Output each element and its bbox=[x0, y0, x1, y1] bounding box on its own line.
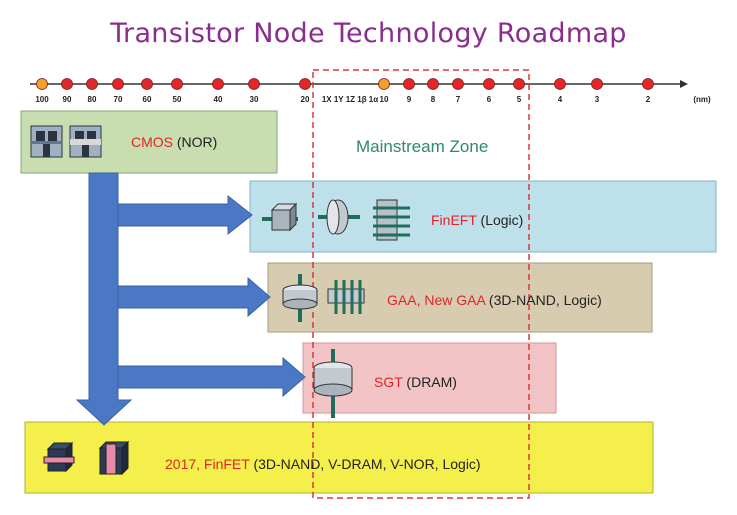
cmos-label: CMOS (NOR) bbox=[131, 134, 217, 150]
tick-label: 20 bbox=[300, 95, 310, 104]
sgt-label: SGT (DRAM) bbox=[374, 374, 457, 390]
flow-arrows bbox=[75, 172, 306, 426]
timeline-dot-80 bbox=[86, 78, 98, 90]
timeline-dot-30 bbox=[248, 78, 260, 90]
sgt-cylinder-icon bbox=[313, 349, 353, 418]
timeline-dot-8 bbox=[427, 78, 439, 90]
tick-label: 9 bbox=[406, 95, 412, 104]
page-title: Transistor Node Technology Roadmap bbox=[110, 18, 627, 49]
vertical-channel-icon bbox=[98, 440, 130, 476]
gaa-label-highlight: GAA, New GAA bbox=[387, 292, 486, 308]
timeline-dot-2 bbox=[642, 78, 654, 90]
tick-label: 6 bbox=[486, 95, 492, 104]
finfet-logic-label-highlight: FinEFT bbox=[431, 212, 477, 228]
tick-label: 100 bbox=[35, 95, 49, 104]
finfet-cylinder-icon bbox=[318, 199, 360, 235]
timeline-dot-50 bbox=[171, 78, 183, 90]
tick-label: 4 bbox=[557, 95, 563, 104]
tick-label: 70 bbox=[113, 95, 123, 104]
arrow-to-gaa bbox=[117, 276, 271, 318]
gaa-label-rest: (3D-NAND, Logic) bbox=[485, 292, 602, 308]
tick-label: 50 bbox=[172, 95, 182, 104]
timeline-dots bbox=[36, 78, 654, 90]
tick-label: 80 bbox=[87, 95, 97, 104]
arrow-to-finfet bbox=[117, 194, 253, 236]
tick-label: 30 bbox=[249, 95, 259, 104]
finfet-cube-icon bbox=[262, 202, 298, 232]
tick-label: 60 bbox=[142, 95, 152, 104]
timeline-dot-100 bbox=[36, 78, 48, 90]
timeline-dot-3 bbox=[591, 78, 603, 90]
cmos-box bbox=[20, 110, 278, 174]
mainstream-zone-label: Mainstream Zone bbox=[356, 137, 489, 156]
axis-unit-label: (nm) bbox=[693, 95, 711, 104]
tick-label: 40 bbox=[213, 95, 223, 104]
timeline-dot-4 bbox=[554, 78, 566, 90]
mainstream-zone bbox=[312, 69, 530, 499]
tick-label: 8 bbox=[430, 95, 436, 104]
timeline-arrowhead bbox=[680, 80, 688, 88]
tick-label: 10 bbox=[379, 95, 389, 104]
timeline-dot-6 bbox=[483, 78, 495, 90]
cmos-label-highlight: CMOS bbox=[131, 134, 173, 150]
cmos-transistor-icon-2 bbox=[69, 125, 102, 158]
vertical-finfet-icon bbox=[43, 441, 75, 473]
finfet-multigate-icon bbox=[373, 199, 410, 241]
timeline-dot-90 bbox=[61, 78, 73, 90]
sgt-label-highlight: SGT bbox=[374, 374, 403, 390]
finfet-2017-box bbox=[24, 421, 654, 494]
gaa-label: GAA, New GAA (3D-NAND, Logic) bbox=[387, 292, 602, 308]
tick-label: 90 bbox=[62, 95, 72, 104]
gaa-multichannel-icon bbox=[327, 280, 365, 314]
tick-label: 3 bbox=[594, 95, 600, 104]
timeline-dot-60 bbox=[141, 78, 153, 90]
tick-label: 1X 1Y 1Z 1β 1α bbox=[321, 95, 379, 104]
finfet-2017-label: 2017, FinFET (3D-NAND, V-DRAM, V-NOR, Lo… bbox=[165, 456, 481, 472]
timeline-dot-40 bbox=[212, 78, 224, 90]
gaa-cylinder-icon bbox=[282, 274, 318, 322]
sgt-label-rest: (DRAM) bbox=[402, 374, 457, 390]
tick-label: 7 bbox=[455, 95, 461, 104]
finfet-logic-label-rest: (Logic) bbox=[476, 212, 524, 228]
cmos-transistor-icon bbox=[30, 125, 63, 158]
tick-label: 2 bbox=[645, 95, 651, 104]
tick-label: 5 bbox=[516, 95, 522, 104]
finfet-2017-label-highlight: 2017, FinFET bbox=[165, 456, 250, 472]
timeline-dot-70 bbox=[112, 78, 124, 90]
cmos-label-rest: (NOR) bbox=[173, 134, 218, 150]
timeline-dot-10 bbox=[378, 78, 390, 90]
arrow-to-sgt bbox=[117, 356, 306, 398]
timeline-dot-9 bbox=[403, 78, 415, 90]
finfet-logic-label: FinEFT (Logic) bbox=[431, 212, 523, 228]
timeline-dot-7 bbox=[452, 78, 464, 90]
finfet-2017-label-rest: (3D-NAND, V-DRAM, V-NOR, Logic) bbox=[249, 456, 481, 472]
timeline-dot-5 bbox=[513, 78, 525, 90]
timeline-dot-20 bbox=[299, 78, 311, 90]
